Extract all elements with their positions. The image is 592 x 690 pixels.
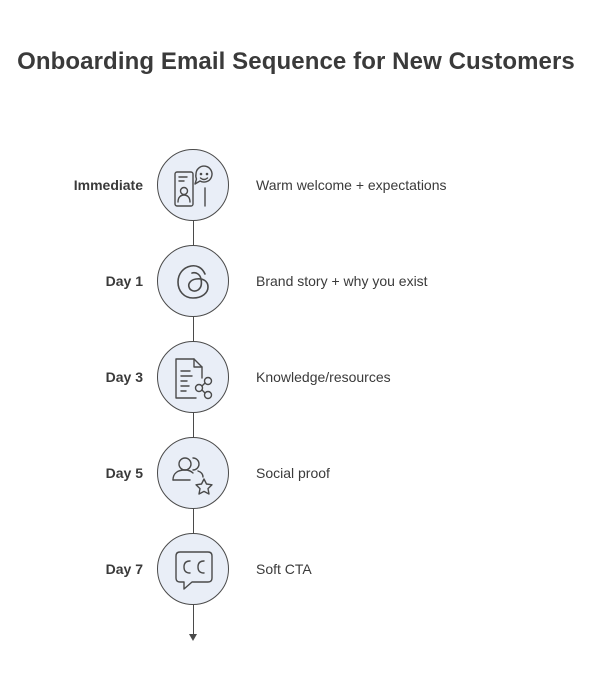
users-star-icon — [172, 457, 213, 495]
closed-caption-chat-icon — [175, 551, 213, 590]
timeline-step-day-7: Day 7 Soft CTA — [0, 533, 592, 607]
timeline-step-day-3: Day 3 Knowledge/resources — [0, 341, 592, 415]
step-description: Brand story + why you exist — [256, 273, 428, 289]
timeline-axis — [193, 220, 194, 635]
step-label: Day 1 — [105, 273, 143, 289]
step-label: Day 3 — [105, 369, 143, 385]
threads-brand-icon — [177, 264, 209, 299]
step-node — [157, 245, 229, 317]
page-title: Onboarding Email Sequence for New Custom… — [17, 48, 575, 75]
timeline-arrow-icon — [189, 634, 197, 641]
step-node — [157, 149, 229, 221]
step-label: Immediate — [73, 177, 143, 193]
step-label: Day 7 — [105, 561, 143, 577]
timeline-step-day-1: Day 1 Brand story + why you exist — [0, 245, 592, 319]
step-node — [157, 533, 229, 605]
step-node — [157, 341, 229, 413]
step-label: Day 5 — [105, 465, 143, 481]
step-description: Knowledge/resources — [256, 369, 391, 385]
step-description: Social proof — [256, 465, 330, 481]
step-node — [157, 437, 229, 509]
step-description: Soft CTA — [256, 561, 312, 577]
timeline-step-day-5: Day 5 Social proof — [0, 437, 592, 511]
document-share-icon — [175, 358, 213, 400]
timeline-step-immediate: Immediate Warm welcome + expectations — [0, 149, 592, 223]
welcome-chat-person-icon — [174, 165, 213, 207]
step-description: Warm welcome + expectations — [256, 177, 447, 193]
